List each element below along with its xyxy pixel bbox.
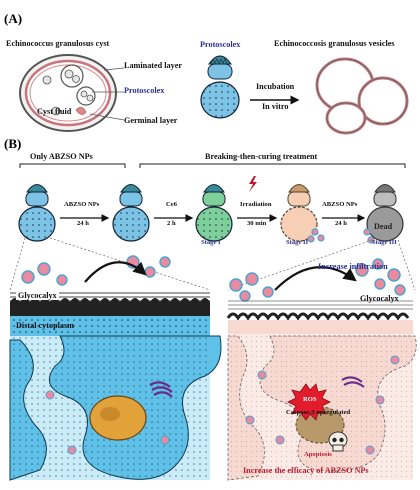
increase-infiltration-label: Increase infiltration (318, 262, 388, 271)
cyst-leader-lines (89, 67, 125, 121)
step3-time: 30 min (247, 220, 267, 227)
in-vitro-label: In vitro (262, 102, 289, 111)
protoscolex-stage1 (195, 184, 233, 242)
incubation-label: Incubation (256, 82, 295, 91)
panel-b-label: (B) (4, 136, 22, 151)
skull-icon (328, 431, 348, 452)
lightning-icon (249, 176, 257, 192)
bracket-lines (19, 163, 406, 168)
curved-arrow-icon (84, 261, 147, 283)
curved-arrow-right (274, 266, 357, 291)
breaking-header: Breaking-then-curing treatment (205, 152, 318, 161)
step4-label: ABZSO NPs (322, 201, 358, 208)
vesicles (315, 57, 409, 135)
protoscolex-dead (366, 184, 404, 242)
dead-label: Dead (374, 222, 393, 231)
stage2-label: Stage II (286, 239, 309, 246)
glycocalyx-left-label: Glycocalyx (16, 291, 59, 301)
step1-time: 24 h (77, 220, 89, 227)
step2-time: 2 h (167, 220, 176, 227)
protoscolex-stage2 (280, 184, 318, 242)
nanoparticle-icon (307, 228, 375, 244)
bottom-caption: Increase the efficacy of ABZSO NPs (243, 466, 369, 475)
protoscolex-label-top: Protoscolex (200, 40, 241, 49)
only-nps-header: Only ABZSO NPs (30, 152, 93, 161)
cyst-diagram (19, 54, 117, 132)
step3-label: Irradiation (240, 201, 272, 208)
step1-label: ABZSO NPs (64, 201, 100, 208)
step4-time: 24 h (335, 220, 347, 227)
stage1-label: Stage I (201, 239, 221, 246)
protoscolex-a (200, 55, 240, 119)
ros-label: ROS (303, 396, 317, 403)
distal-cytoplasm-label: Distal cytoplasm (16, 321, 74, 330)
vesicles-title: Echinococcosis granulosus vesicles (274, 39, 395, 48)
apoptosis-label: Apoptosis (304, 451, 332, 458)
protoscolex-label-left: Protoscolex (124, 86, 165, 95)
left-tissue (9, 255, 222, 481)
cyst-fluid-label: Cyst fluid (37, 107, 72, 116)
germinal-layer-label: Germinal layer (124, 116, 178, 125)
glycocalyx-right-label: Glycocalyx (360, 294, 399, 303)
laminated-layer-label: Laminated layer (124, 61, 182, 70)
panel-a-label: (A) (4, 11, 23, 26)
caspase-label: Caspase-3 upregulated (286, 409, 351, 416)
right-tissue (226, 258, 417, 481)
protoscolex-1 (18, 184, 56, 242)
cyst-title: Echinococcus granulosus cyst (6, 39, 110, 48)
stage3-label: Stage III (372, 239, 397, 246)
protoscolex-2 (112, 184, 150, 242)
step2-label: Ce6 (166, 201, 177, 208)
